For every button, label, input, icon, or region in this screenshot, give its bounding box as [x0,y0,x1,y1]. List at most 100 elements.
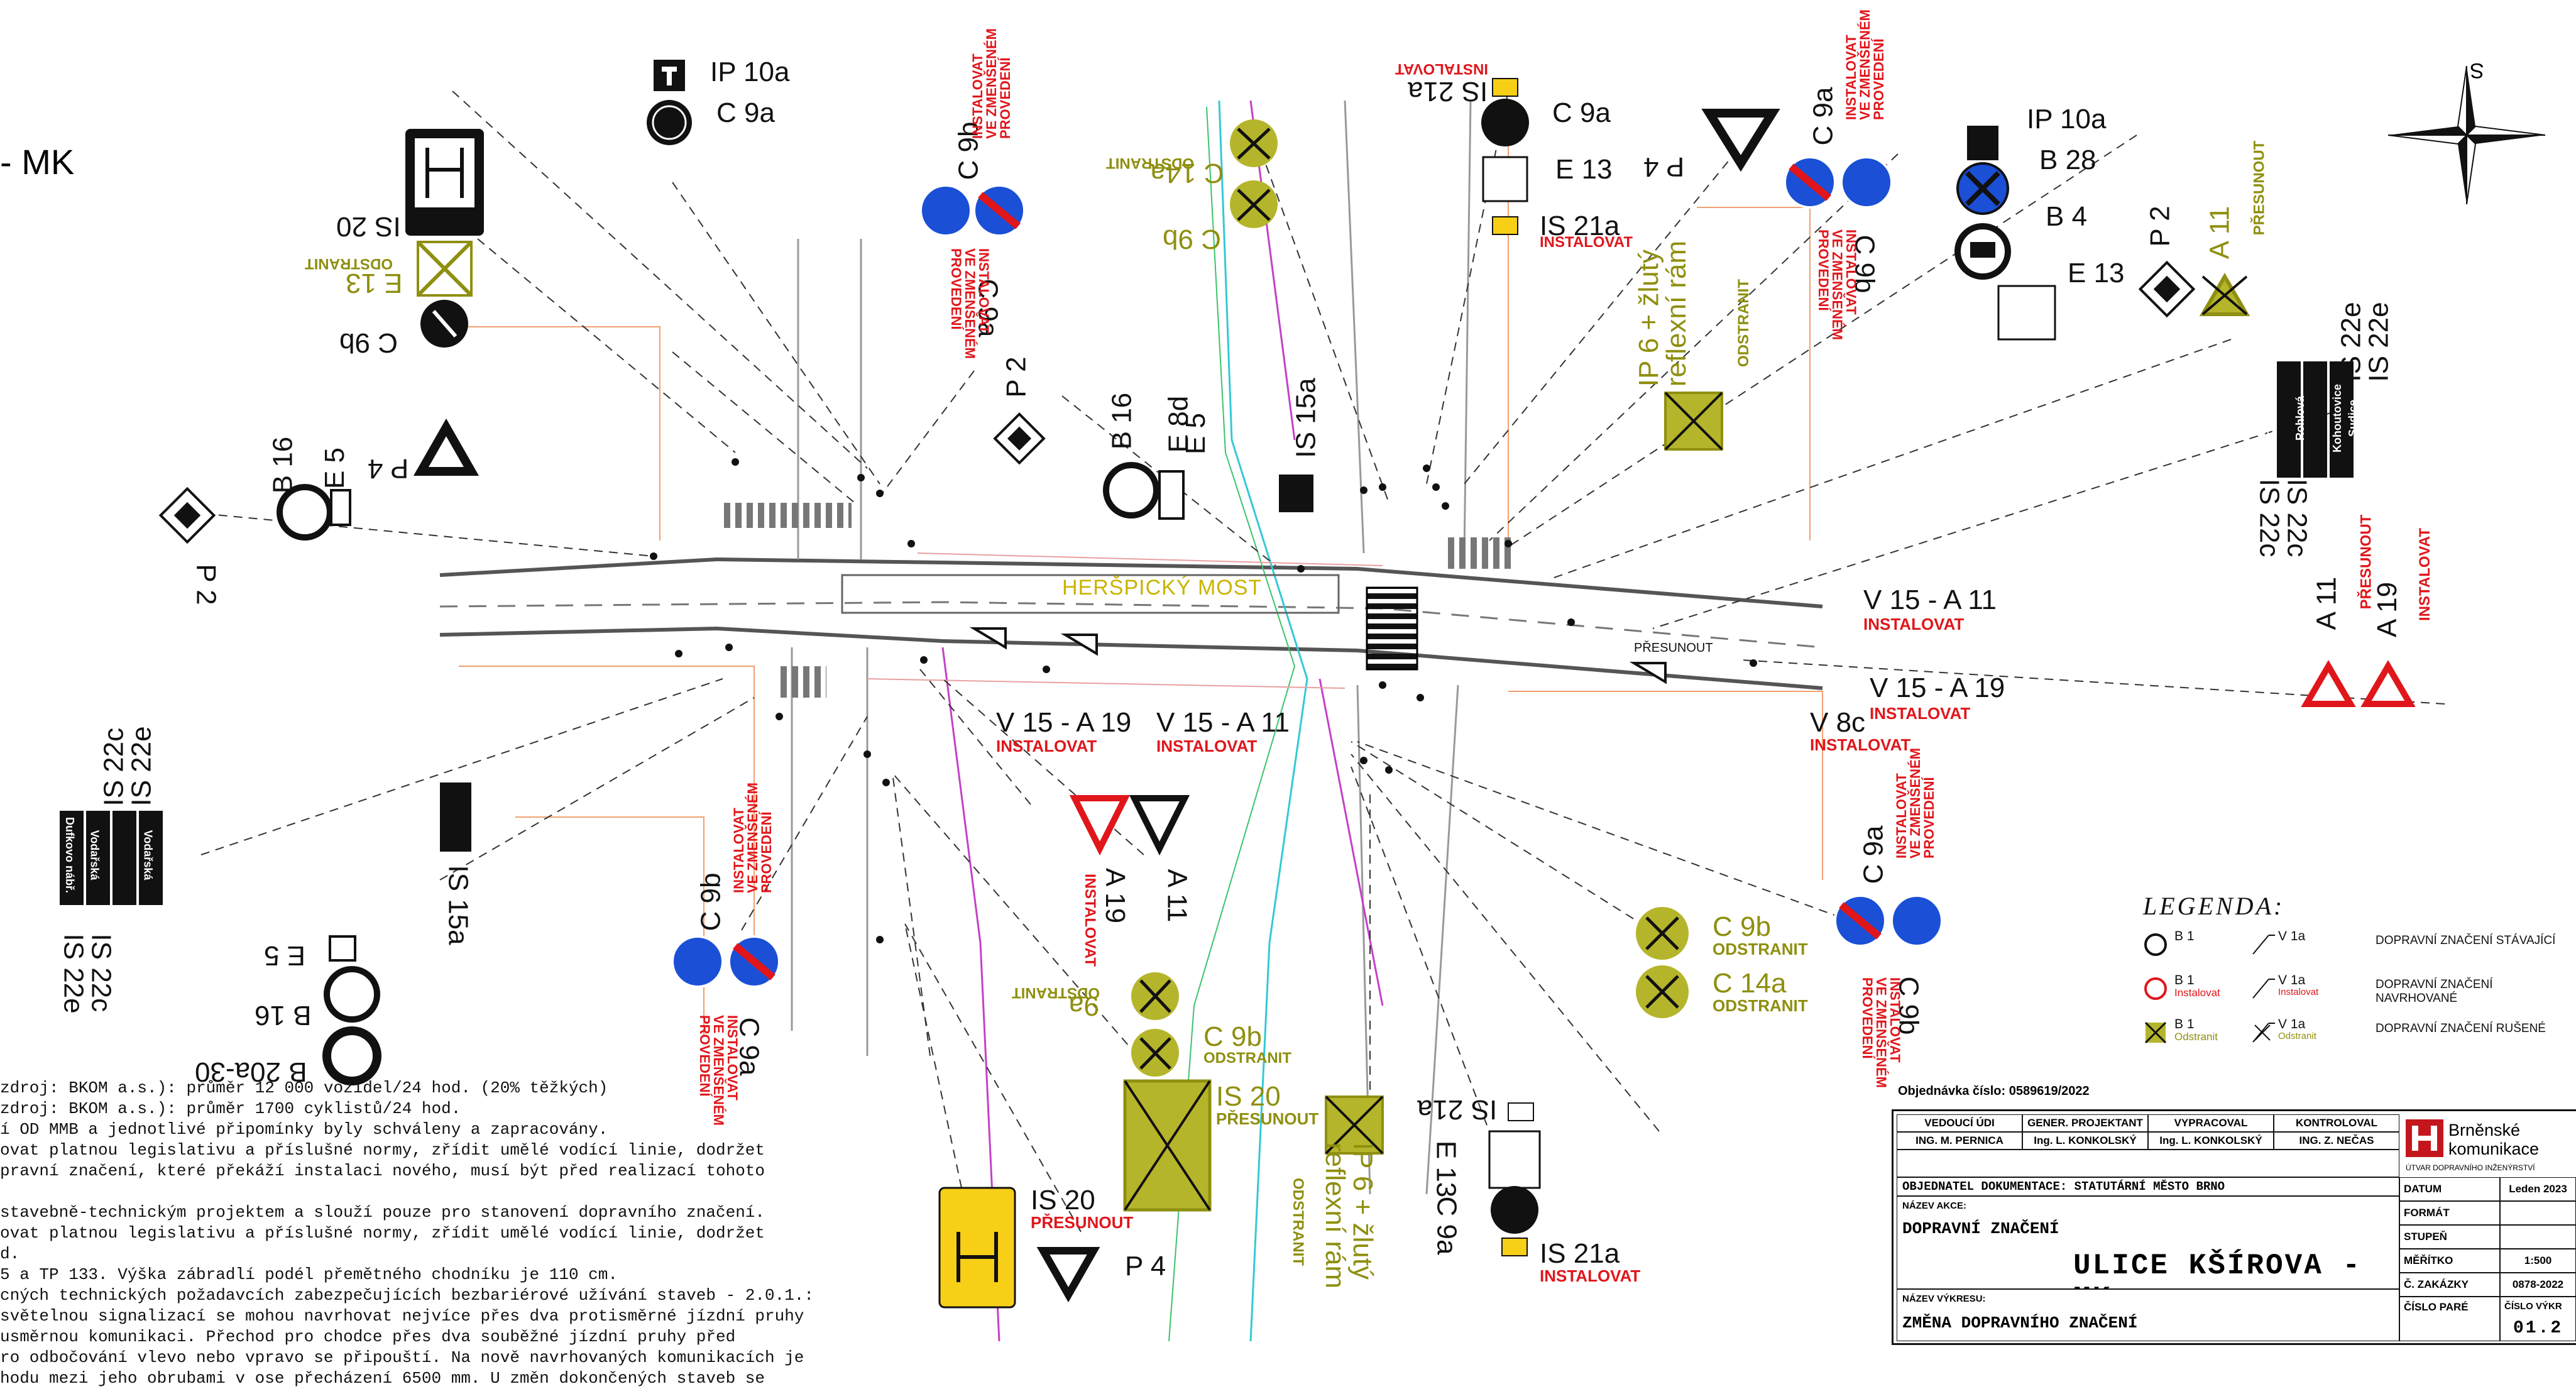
label-b16-center: B 16 [1106,392,1137,450]
tb-field-datum-k: DATUM [2399,1177,2500,1201]
drawing-canvas [60,60,2546,1341]
label-c9a-right-bottom: C 9a [1858,825,1889,884]
p4-triangle-icon [413,418,480,476]
label-v8c: V 8c [1810,707,1866,738]
road-west-cross [791,239,869,1056]
label-c9b-bottom-left: C 9b [695,872,726,931]
label-a19-right: A 19 [2372,581,2403,638]
legend-line-removed-icon [2252,1023,2275,1043]
label-a11-right: A 11 [2311,576,2342,630]
b20a-sign-icon [322,1026,381,1085]
title-block: Objednávka číslo: 0589619/2022 VEDOUCÍ Ú… [1892,1084,2576,1345]
note-line: usměrnou komunikaci. Přechod pro chodce … [0,1327,736,1346]
ip10a-right-icon [1967,126,1998,160]
v15-triangle-c [1629,662,1667,684]
bridge-island [841,574,1340,614]
label-v15-a19-right: V 15 - A 19 [1870,673,2005,703]
label-e13-stack: E 13 [1555,154,1613,185]
label-is20-presunout-bottom: IS 20 [1216,1081,1281,1112]
label-presunout-road-right: PŘESUNOUT [1634,641,1713,655]
tb-name-1: Ing. L. KONKOLSKÝ [2022,1132,2148,1150]
legend-line-proposed-icon [2252,979,2275,999]
label-c14a-olive-right: C 14a [1713,968,1787,999]
label-instalovat-v8c: INSTALOVAT [1810,735,1911,754]
label-p4-left: P 4 [368,453,409,484]
label-is21a-top: IS 21a [1408,76,1488,107]
a11-center-icon [1129,795,1190,856]
crossing-west [720,503,852,528]
cadastre-orange [459,113,1823,1037]
tb-akce: NÁZEV AKCE: DOPRAVNÍ ZNAČENÍ ULICE KŠÍRO… [1897,1196,2399,1289]
note-line: zdroj: BKOM a.s.): průměr 12 000 vozidel… [0,1079,608,1097]
street-sign-right-2: Rohlová [2294,395,2307,441]
tb-header-1: GENER. PROJEKTANT [2022,1114,2148,1132]
street-sign-left-1: Dufkovo nábř. [63,816,77,894]
note-line: hodu mezi jeho obrubami v ose přecházení… [0,1369,765,1388]
label-is21a-stack: IS 21a [1540,211,1620,241]
label-instalovat-a19-right: INSTALOVAT [2416,528,2433,621]
label-c9b-left: C 9b [339,327,398,358]
label-a19-center: A 19 [1100,867,1131,924]
label-odstranit-top: ODSTRANIT [1106,155,1194,172]
legend-removed-icon [2144,1021,2167,1044]
label-instalovat-is21a-top: INSTALOVAT [1395,60,1488,77]
label-is20-presunout-left: IS 20 [1031,1185,1095,1216]
label-odstranit-ip6-top: ODSTRANIT [1735,279,1752,367]
c9a-stack-icon [1481,99,1529,146]
label-c9a-bottom-stack: C 9a [1431,1196,1462,1255]
tb-header-0: VEDOUCÍ ÚDI [1897,1114,2022,1132]
label-e5-center: E 5 [1180,412,1212,455]
label-odstranit-c9b-bottom: ODSTRANIT [1203,1050,1291,1067]
a19-center-icon [1069,795,1131,856]
label-e13-bottom: E 13 [1430,1140,1462,1198]
label-odstranit-upper: ODSTRANIT [305,255,393,272]
note-line: pravní značení, které překáží instalaci … [0,1161,765,1180]
c9b-bottom-icon [671,935,724,988]
c9b-proposed-icon [919,184,972,237]
is22-signs-left [60,811,163,905]
note-line: ovat platnou legislativu a příslušné nor… [0,1141,765,1160]
road-centerline [439,601,1823,649]
p4-bottom-icon [1036,1247,1100,1303]
label-odstranit-c9b-right: ODSTRANIT [1713,940,1808,958]
tb-objednatel: OBJEDNATEL DOKUMENTACE: STATUTÁRNÍ MĚSTO… [1897,1177,2399,1196]
is21a-top-icon [1492,78,1518,97]
label-c9b-olive-top: C 9b [1163,224,1221,255]
street-sign-right-1: Sudice [2259,399,2272,437]
label-c9a-top-right: C 9a [1807,87,1839,146]
e13-right-icon [1997,285,2056,341]
note-line: ovat platnou legislativu a příslušné nor… [0,1224,765,1243]
v15-triangle-b [1060,634,1098,656]
is20-proposed-icon [938,1187,1016,1309]
legend-title: LEGENDA: [2143,892,2285,920]
is15a-left-icon [440,782,471,852]
e8d-plate-icon [1158,470,1185,520]
legend-row-removed: B 1 Odstranit V 1a Odstranit DOPRAVNÍ ZN… [2143,1017,2576,1048]
label-is20-upper: IS 20 [336,211,401,242]
bridge-label: HERŠPICKÝ MOST [1062,576,1263,600]
note-line: stavebně-technickým projektem a slouží p… [0,1203,765,1222]
label-e5-left-bottom: E 5 [264,940,306,971]
b16-center-icon [1103,462,1159,519]
crossing-east-north [1445,537,1515,569]
tb-header-3: KONTROLOVAL [2274,1114,2399,1132]
legend-row-existing: B 1 V 1a DOPRAVNÍ ZNAČENÍ STÁVAJÍCÍ [2143,929,2576,960]
signal-poles [650,458,1757,943]
legend-existing-icon [2144,933,2167,956]
tb-field-stupen-v [2500,1225,2576,1249]
drawing-number: 01.2 [2513,1319,2563,1338]
e5-left-bottom-icon [329,935,356,962]
note-line: cných technických požadavcích zabezpečuj… [0,1286,814,1305]
crossing-east [1366,586,1418,671]
sign-symbols [60,60,2546,1309]
label-instalovat-v15-a11-center: INSTALOVAT [1156,737,1258,755]
tb-field-format-v [2500,1201,2576,1225]
label-instalovat-v15-a19-center: INSTALOVAT [996,737,1097,755]
tb-field-zakazka-k: Č. ZAKÁZKY [2399,1273,2500,1297]
tb-field-pare-k: ČÍSLO PARÉ [2399,1297,2500,1341]
